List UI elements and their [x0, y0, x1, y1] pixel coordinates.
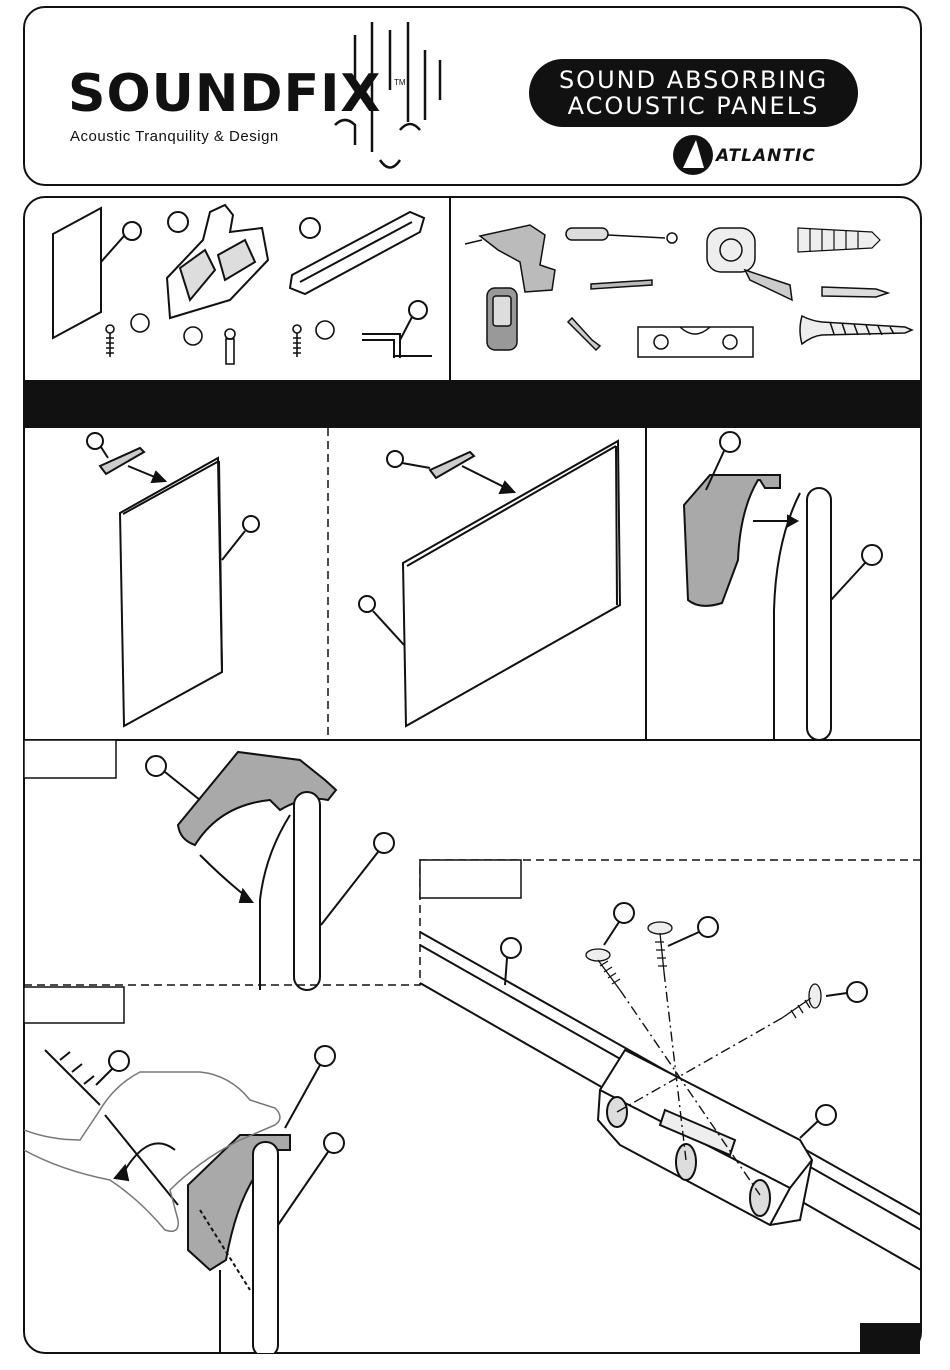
screw-icon	[106, 314, 334, 364]
section-banner	[24, 380, 921, 428]
page-number-tab	[860, 1323, 920, 1354]
tape-measure-icon	[707, 228, 792, 300]
step6-label-box	[420, 860, 521, 898]
screwdriver-icon	[566, 228, 677, 243]
logo-wave-icon	[335, 22, 440, 168]
wall-anchor-icon	[798, 228, 880, 252]
drill-icon	[465, 225, 555, 292]
step5-illustration	[45, 1046, 344, 1360]
step4-illustration	[146, 752, 394, 990]
spirit-level-icon	[638, 327, 753, 357]
step2-illustration	[359, 441, 620, 726]
step3-illustration	[684, 432, 882, 740]
step1-illustration	[87, 433, 259, 726]
driver-bit-icon	[568, 318, 600, 350]
pencil-icon	[822, 287, 888, 297]
drywall-screw-icon	[800, 316, 912, 344]
atlantic-emblem-icon	[673, 135, 713, 175]
step4-label-box	[24, 740, 116, 778]
step5-label-box	[24, 987, 124, 1023]
bracket-icon	[167, 205, 268, 318]
drill-bit-icon	[591, 280, 652, 289]
rail-icon	[290, 212, 424, 294]
stud-finder-icon	[487, 288, 517, 350]
step6-illustration	[420, 903, 921, 1270]
panel-icon	[53, 208, 141, 338]
allen-key-icon	[362, 301, 432, 358]
